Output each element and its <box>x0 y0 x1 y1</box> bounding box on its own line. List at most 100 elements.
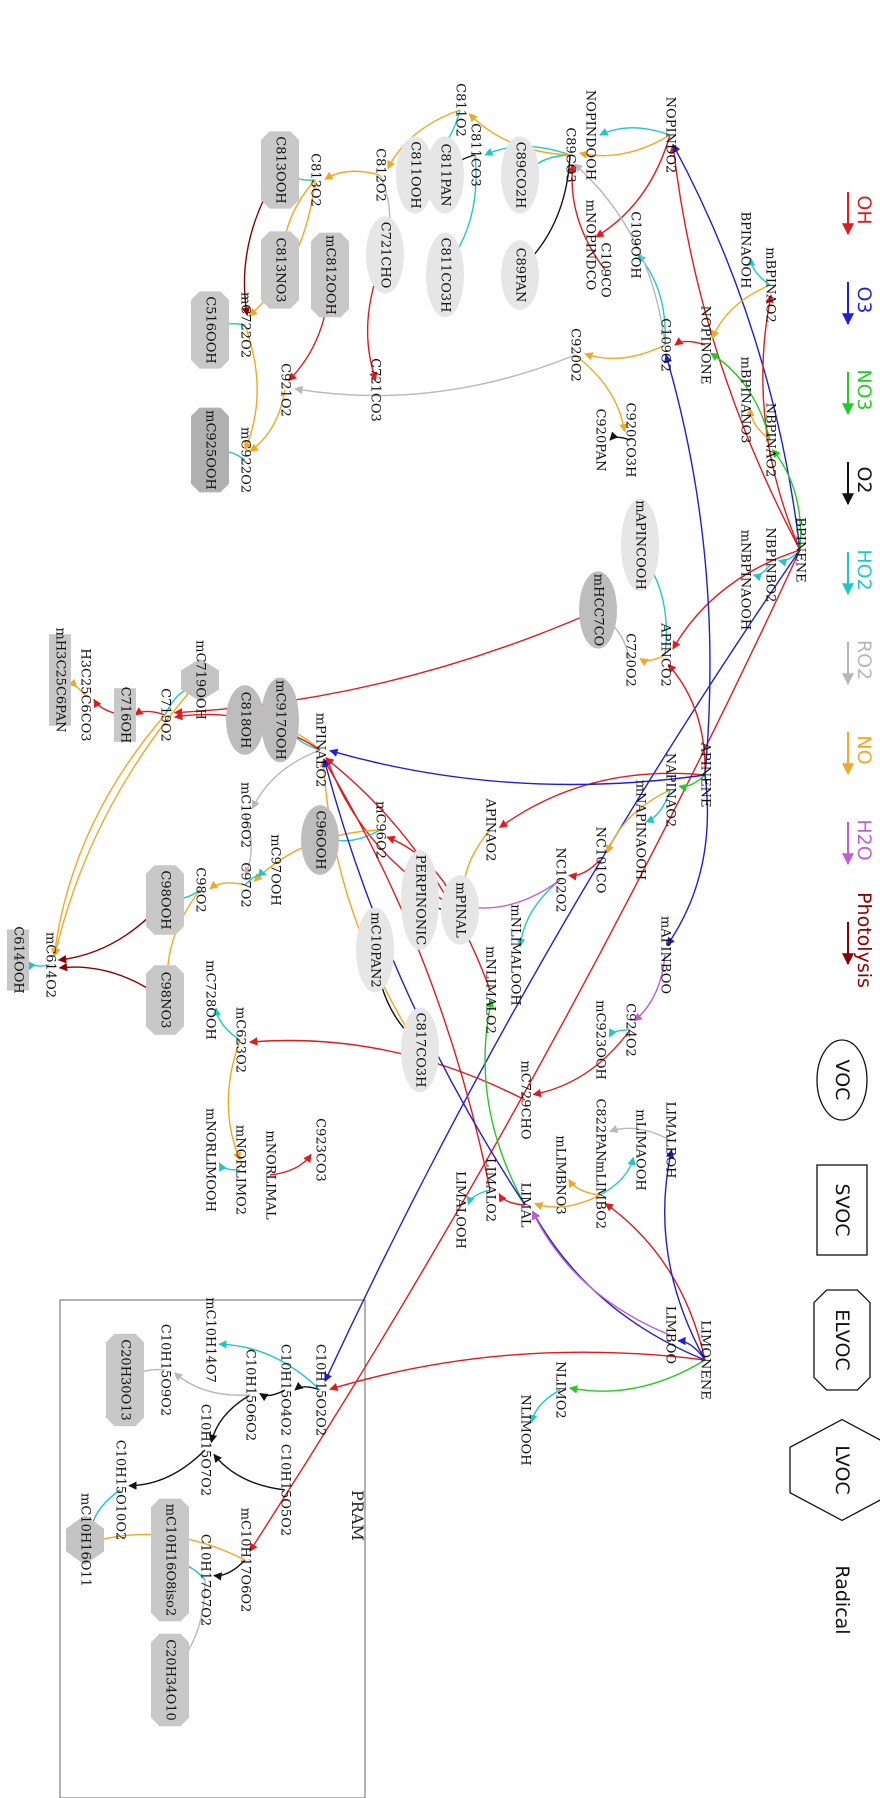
reaction-arrow <box>568 859 601 881</box>
species-node: mC728OOH <box>203 960 218 1040</box>
species-node: mC719OOH <box>181 640 219 720</box>
species-node: NLIMOOH <box>518 1394 533 1465</box>
reaction-arrow <box>173 1372 251 1396</box>
species-label: C96OOH <box>313 810 328 869</box>
species-node: C10H15O4O2 <box>278 1344 293 1436</box>
legend-shape <box>816 1039 868 1121</box>
species-node: C10H15O9O2 <box>158 1324 173 1416</box>
species-label: mNORLIMOOH <box>203 1108 218 1212</box>
reaction-arrow <box>674 337 706 346</box>
species-label: mC106O2 <box>238 782 253 848</box>
species-node: C822PAN <box>593 1098 608 1161</box>
reaction-arrow <box>387 109 461 170</box>
species-label: LIMAL <box>518 1182 533 1227</box>
species-label: C98OOH <box>158 870 173 929</box>
species-label: C811OOH <box>408 141 423 208</box>
species-label: C920O2 <box>568 328 583 382</box>
reaction-arrow <box>249 549 801 1552</box>
reaction-arrow <box>599 1156 636 1196</box>
species-label: mC97OOH <box>268 834 283 905</box>
species-node: mC812OOH <box>311 232 349 318</box>
species-label: BPINAOOH <box>738 212 753 289</box>
species-label: NBPINAO2 <box>763 403 778 478</box>
species-nodes: BPINENEAPINENELIMONENENOPINONENOPINDO2NO… <box>7 83 808 1727</box>
species-node: C811OOH <box>396 136 434 214</box>
species-shape <box>621 498 659 592</box>
species-node: C109O2 <box>658 318 673 372</box>
species-node: C923CO3 <box>313 1118 328 1182</box>
species-label: C10H15O10O2 <box>113 1440 128 1541</box>
legend-arrow-label: RO2 <box>853 640 875 680</box>
species-node: mHCC7CO <box>579 571 617 649</box>
species-node: mC10H16O8iso2 <box>151 1498 189 1622</box>
reaction-arrow <box>669 143 801 551</box>
reaction-arrow <box>329 748 706 786</box>
species-shape <box>301 805 339 875</box>
species-label: C721CO3 <box>368 358 383 422</box>
species-label: mBPINAO2 <box>763 247 778 322</box>
species-label: LIMALBOH <box>663 1102 678 1179</box>
species-label: mC925OOH <box>203 410 218 490</box>
species-label: C716OH <box>118 687 133 744</box>
legend-shape-label: LVOC <box>831 1445 853 1494</box>
legend-arrow-label: NO3 <box>853 369 875 410</box>
species-node: C817CO3H <box>401 1007 439 1093</box>
reaction-arrow <box>294 354 576 397</box>
species-node: mH3C25C6PAN <box>49 628 71 732</box>
species-label: mC923OOH <box>593 1000 608 1080</box>
reaction-arrow <box>584 344 666 361</box>
species-label: C20H34O10 <box>163 1639 178 1721</box>
species-label: C10H15O9O2 <box>158 1324 173 1416</box>
species-node: mPINAL <box>441 875 479 945</box>
species-label: mC917OOH <box>273 680 288 760</box>
species-shape <box>261 677 299 763</box>
species-shape <box>501 240 539 310</box>
reaction-arrow <box>599 127 671 136</box>
species-node: NBPINBO2 <box>763 528 778 603</box>
species-shape <box>501 136 539 214</box>
reaction-arrow <box>499 772 706 829</box>
species-label: mLIMAOOH <box>633 1109 648 1190</box>
species-label: mC722O2 <box>238 292 253 358</box>
reaction-arrow <box>672 549 801 650</box>
species-label: C811CO3H <box>438 238 453 313</box>
species-label: C109OOH <box>628 211 643 278</box>
reaction-arrow <box>329 1351 706 1392</box>
species-label: C920PAN <box>593 408 608 471</box>
reaction-arrow <box>664 354 711 776</box>
species-label: mC728OOH <box>203 960 218 1040</box>
reaction-arrow <box>568 1359 706 1394</box>
species-label: mAPINBOO <box>658 916 673 994</box>
species-node: mNORLIMOOH <box>203 1108 218 1212</box>
reaction-arrow <box>532 1029 631 1098</box>
species-label: mC10H14O7 <box>203 1297 218 1383</box>
species-node: C813NO3 <box>261 231 299 309</box>
species-label: C10H15O6O2 <box>243 1349 258 1441</box>
species-node: LIMONENE <box>698 1320 713 1399</box>
species-label: C921O2 <box>278 363 293 417</box>
species-node: NOPINDOOH <box>583 90 598 180</box>
species-node: mNORLIMO2 <box>233 1125 248 1215</box>
species-label: C516OOH <box>203 296 218 363</box>
species-shape <box>49 634 71 726</box>
species-node: C812O2 <box>373 148 388 202</box>
species-label: C811PAN <box>438 143 453 206</box>
reaction-arrow <box>244 868 267 886</box>
species-label: mNLIMALO2 <box>483 946 498 1034</box>
species-label: C10H15O7O2 <box>198 1404 213 1496</box>
species-node: C109CO <box>598 242 613 297</box>
species-label: C923CO3 <box>313 1118 328 1182</box>
species-label: NAPINAO2 <box>663 753 678 827</box>
reaction-arrow <box>567 163 606 271</box>
species-node: mBPINANO3 <box>738 357 753 444</box>
species-node: C10H15O5O2 <box>278 1444 293 1536</box>
species-shape <box>151 1498 189 1622</box>
reaction-edges <box>27 109 802 1672</box>
species-node: LIMALOOH <box>453 1171 468 1249</box>
reaction-arrow <box>762 294 801 551</box>
reaction-arrow <box>484 999 526 1206</box>
species-node: C811PAN <box>426 136 464 214</box>
species-label: C10H17O7O2 <box>198 1534 213 1626</box>
species-label: mNORLIMO2 <box>233 1125 248 1215</box>
reaction-arrow <box>573 163 666 346</box>
